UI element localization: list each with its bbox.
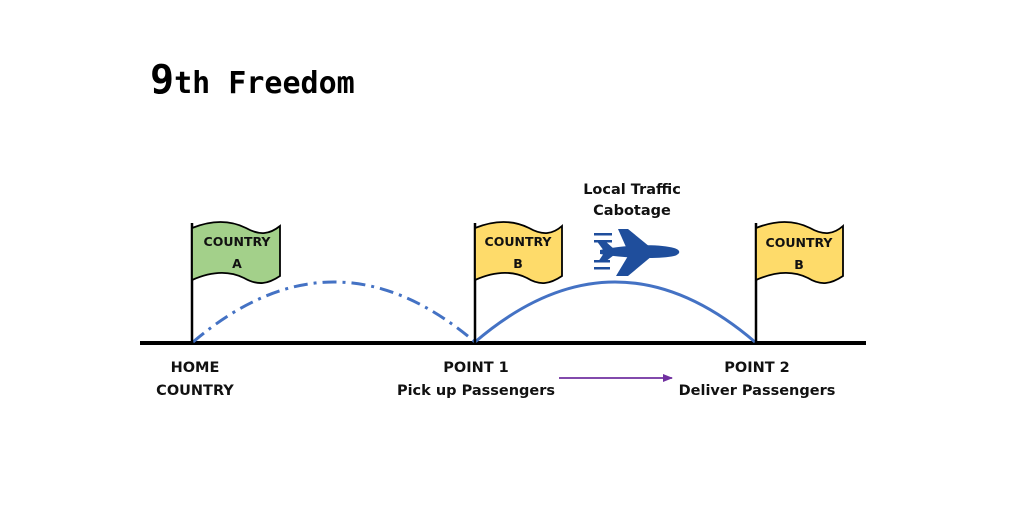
flag-label-line1: COUNTRY — [766, 235, 834, 250]
flag-label-line1: COUNTRY — [485, 234, 553, 249]
flag-shape — [755, 221, 844, 284]
title-number: 9 — [150, 57, 174, 103]
point2-line2: Deliver Passengers — [679, 383, 836, 399]
flag-label-line2: B — [794, 257, 804, 272]
flight-label-line2: Cabotage — [593, 203, 671, 219]
point2-line1: POINT 2 — [724, 360, 790, 376]
flag-shape — [191, 221, 281, 284]
flag-label-line2: A — [232, 256, 242, 271]
flag-label-line2: B — [513, 256, 523, 271]
flag-shape — [474, 221, 563, 284]
flag-country-a: COUNTRY A — [191, 221, 281, 284]
point-home-line1: HOME — [171, 360, 220, 376]
title-suffix: th Freedom — [174, 66, 355, 101]
airplane-icon — [594, 229, 680, 276]
point1-line1: POINT 1 — [443, 360, 509, 376]
point-home-line2: COUNTRY — [156, 383, 234, 399]
flight-label-line1: Local Traffic — [583, 182, 681, 198]
flag-label-line1: COUNTRY — [204, 234, 272, 249]
international-route-dashdot — [192, 280, 476, 344]
point1-line2: Pick up Passengers — [397, 383, 555, 399]
flag-country-b-point2: COUNTRY B — [755, 221, 844, 284]
diagram-title: 9th Freedom — [150, 57, 355, 103]
flag-country-b-point1: COUNTRY B — [474, 221, 563, 284]
cabotage-route-solid — [474, 280, 756, 344]
